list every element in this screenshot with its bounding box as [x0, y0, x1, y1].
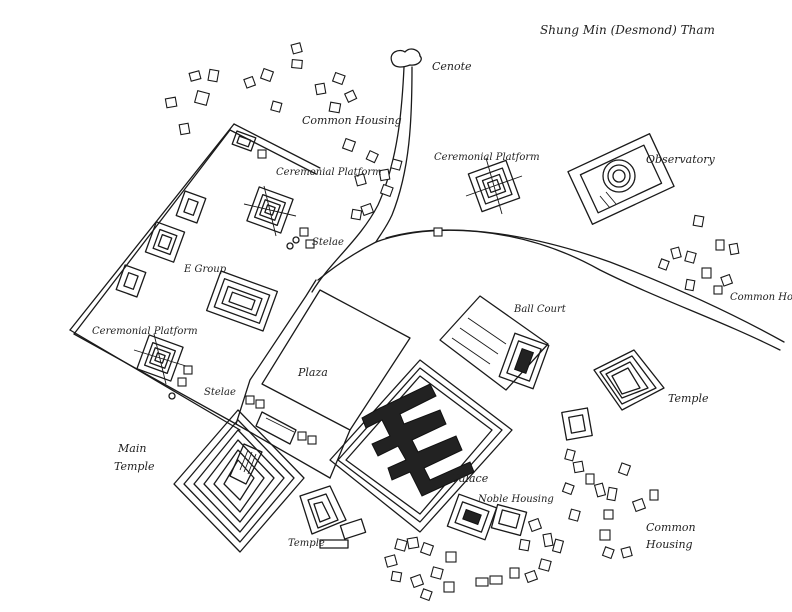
ceremonial-platform-west-label: Ceremonial Platform: [276, 167, 382, 178]
ceremonial-platform-southwest-label: Ceremonial Platform: [92, 326, 198, 337]
common-housing-north-label: Common Housing: [302, 114, 402, 127]
temple-east: [561, 349, 665, 441]
ceremonial-platform-north-label: Ceremonial Platform: [434, 152, 540, 163]
author-signature: Shung Min (Desmond) Tham: [540, 23, 715, 37]
main-temple-label-1: Main: [117, 442, 146, 455]
palace: [329, 359, 513, 533]
common-housing-south-label-1: Common: [646, 521, 696, 534]
precinct-small-structures: [231, 130, 315, 250]
noble-housing: [446, 493, 528, 541]
cenote: [390, 48, 422, 68]
stelae-north-label: Stelae: [312, 237, 344, 248]
common-housing-east: [657, 214, 740, 295]
stelae-south-label: Stelae: [204, 387, 236, 398]
palace-label: Palace: [451, 472, 489, 485]
e-group: [115, 190, 279, 332]
observatory: [567, 133, 675, 225]
ceremonial-platform-west: [243, 185, 297, 237]
plaza: [235, 279, 411, 479]
common-housing-south-label-2: Housing: [645, 538, 693, 551]
common-housing-south: [384, 448, 659, 602]
observatory-label: Observatory: [646, 153, 716, 166]
e-group-label: E Group: [183, 264, 227, 275]
ceremonial-platform-north: [433, 157, 523, 237]
main-temple: [173, 409, 305, 553]
common-housing-east-label: Common Housing: [730, 292, 792, 303]
stelae-south: [245, 395, 317, 445]
temple-south-label: Temple: [288, 538, 325, 549]
ball-court-label: Ball Court: [513, 304, 567, 315]
common-housing-north: [164, 42, 403, 221]
ceremonial-platform-southwest: [133, 333, 193, 400]
noble-housing-label: Noble Housing: [477, 494, 554, 505]
plaza-label: Plaza: [297, 366, 328, 379]
main-temple-label-2: Temple: [114, 460, 155, 473]
temple-east-label: Temple: [668, 392, 709, 405]
cenote-label: Cenote: [432, 60, 472, 73]
temple-south: [299, 485, 367, 549]
ball-court: [439, 295, 550, 391]
